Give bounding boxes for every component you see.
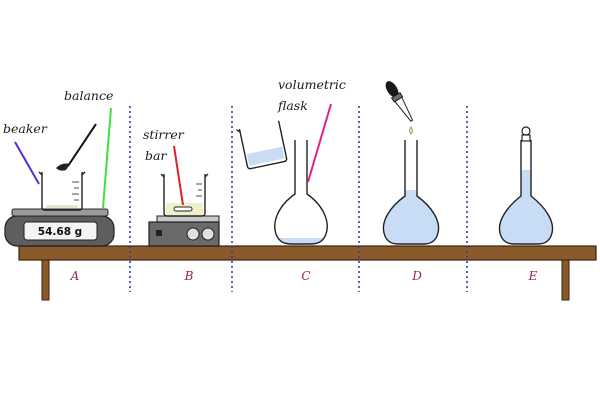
tilted-beaker: [236, 120, 288, 170]
stirrer-knob-2: [201, 227, 215, 241]
tilted-beaker-liquid: [246, 146, 285, 166]
volumetric-flask-e: [498, 140, 554, 245]
dropper-tube: [394, 96, 414, 122]
step-label-a: A: [70, 269, 80, 283]
lab-bench: [18, 245, 597, 301]
stirrer-knob-1: [186, 227, 200, 241]
step-label-c: C: [301, 269, 310, 283]
station-c: volumetric flask: [236, 77, 346, 245]
label-balance: balance: [64, 88, 113, 103]
balance-pan: [11, 208, 109, 217]
pointer-balance: [102, 107, 112, 209]
label-beaker: beaker: [3, 121, 48, 136]
label-volumetric-flask-line1: volumetric: [278, 77, 346, 92]
station-a: 54.68 g beaker balance: [3, 88, 115, 247]
analytical-balance: 54.68 g: [4, 208, 115, 247]
beaker-b: [160, 173, 209, 217]
flask-c-liquid: [278, 238, 324, 244]
volumetric-flask-c: [274, 140, 328, 245]
step-label-e: E: [528, 269, 538, 283]
stirrer-switch: [156, 230, 162, 236]
label-stirrer-bar-line1: stirrer: [143, 127, 185, 142]
stirrer-bar: [173, 206, 193, 212]
flask-e-liquid: [499, 170, 553, 244]
pointer-stirrer-bar: [173, 145, 184, 206]
magnetic-stirrer: [148, 215, 220, 247]
label-stirrer-bar-line2: bar: [145, 148, 167, 163]
scoop-spatula: [56, 123, 97, 171]
stopper-icon: [521, 126, 531, 142]
drop: [409, 126, 413, 135]
label-volumetric-flask-line2: flask: [277, 98, 308, 113]
dropper-icon: [385, 81, 414, 122]
step-label-b: B: [184, 269, 194, 283]
step-labels: A B C D E: [70, 269, 538, 283]
station-e: [498, 126, 554, 245]
volumetric-flask-d: [382, 140, 440, 245]
balance-readout: 54.68 g: [38, 226, 82, 238]
bench-top: [18, 245, 597, 261]
flask-d-liquid: [383, 190, 439, 244]
bench-leg-right: [561, 259, 570, 301]
station-d: [382, 81, 440, 245]
balance-display: [23, 221, 98, 241]
bench-leg-left: [41, 259, 50, 301]
step-dividers: [129, 106, 468, 292]
stirrer-plate: [156, 215, 220, 223]
step-label-d: D: [411, 269, 422, 283]
pointer-beaker: [14, 141, 40, 185]
station-b: stirrer bar: [143, 127, 220, 247]
beaker-a: [38, 171, 86, 211]
dropper-bulb: [385, 81, 399, 98]
pointer-volumetric-flask: [307, 103, 332, 183]
beaker-a-contents: [46, 205, 78, 208]
